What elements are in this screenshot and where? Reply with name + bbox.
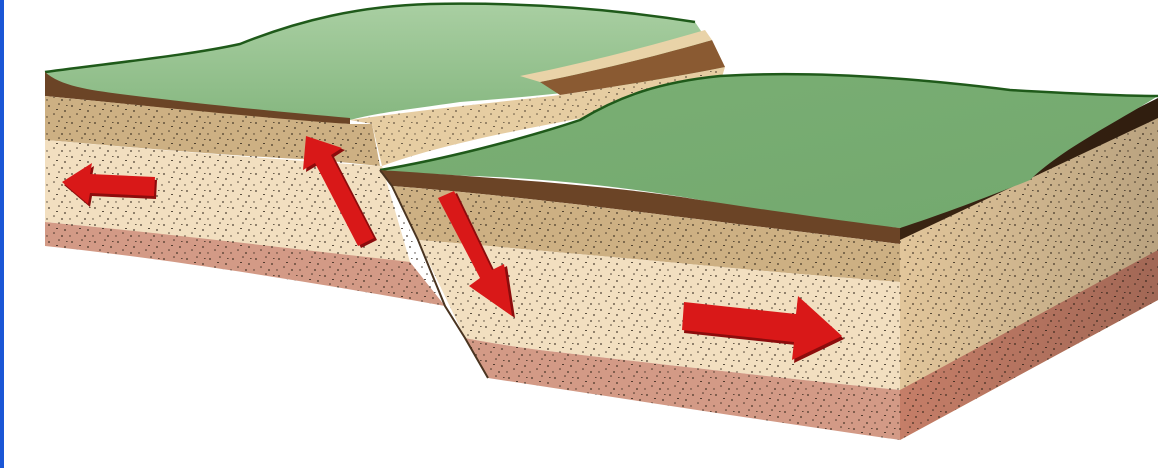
frame-edge-bar: [0, 0, 4, 468]
